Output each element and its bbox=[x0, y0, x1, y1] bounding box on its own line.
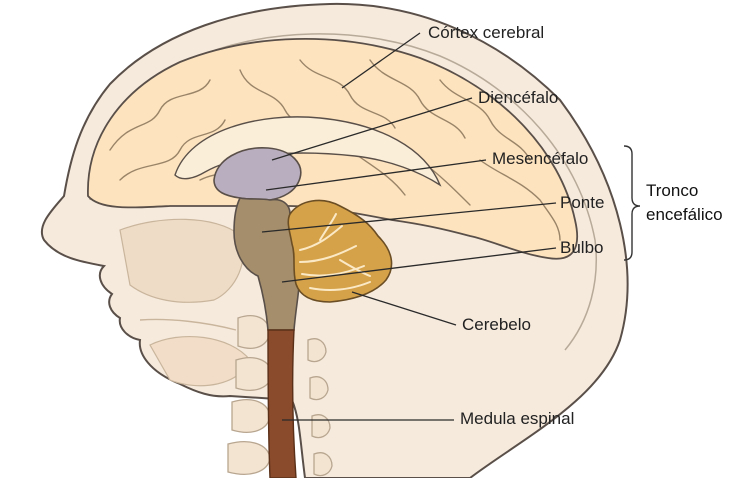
label-ponte: Ponte bbox=[560, 193, 604, 212]
label-bulbo: Bulbo bbox=[560, 238, 603, 257]
label-tronco-line1: Tronco bbox=[646, 181, 698, 200]
label-medula-espinal: Medula espinal bbox=[460, 409, 574, 428]
medula-espinal bbox=[268, 330, 296, 478]
label-mesencefalo: Mesencéfalo bbox=[492, 149, 588, 168]
sinus-shape bbox=[120, 219, 243, 302]
label-tronco-line2: encefálico bbox=[646, 205, 723, 224]
label-cortex-cerebral: Córtex cerebral bbox=[428, 23, 544, 42]
tronco-brace bbox=[624, 146, 640, 260]
label-diencefalo: Diencéfalo bbox=[478, 88, 558, 107]
label-cerebelo: Cerebelo bbox=[462, 315, 531, 334]
